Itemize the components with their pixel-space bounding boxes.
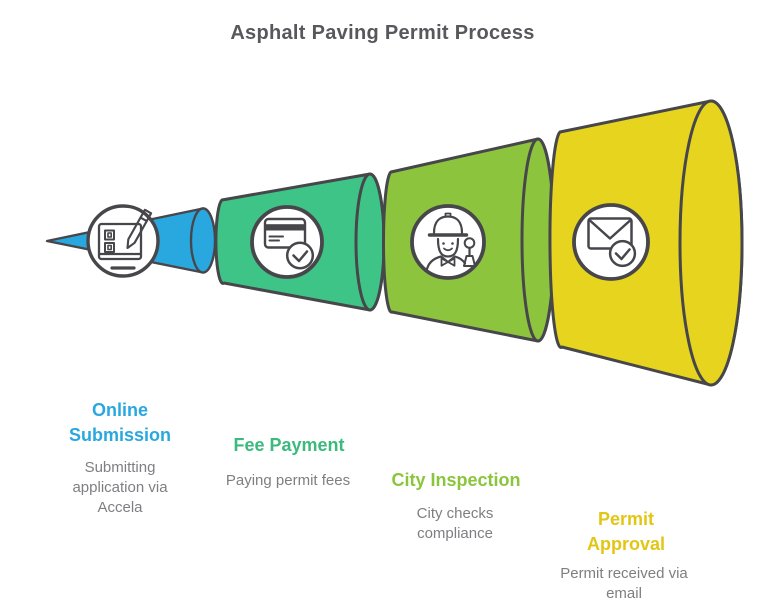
- page-title: Asphalt Paving Permit Process: [230, 22, 535, 44]
- stage-description-online-submission: Submitting application via Accela: [72, 459, 168, 516]
- stage-heading-fee-payment: Fee Payment: [233, 435, 345, 455]
- stage-heading-permit-approval: Permit Approval: [586, 509, 665, 554]
- stage-description-fee-payment: Paying permit fees: [225, 472, 351, 489]
- stage-description-city-inspection: City checks compliance: [416, 505, 494, 542]
- icon-circle-permit-approval: [572, 203, 650, 281]
- stage-description-permit-approval: Permit received via email: [560, 565, 688, 602]
- stage-heading-city-inspection: City Inspection: [391, 470, 521, 490]
- stage-heading-online-submission: Online Submission: [68, 400, 171, 445]
- inspector-icon: [425, 212, 476, 273]
- icon-circle-fee-payment: [250, 205, 324, 279]
- envelope-check-icon: [587, 217, 637, 268]
- credit-card-check-icon: [263, 217, 315, 270]
- form-pencil-icon: [97, 208, 153, 270]
